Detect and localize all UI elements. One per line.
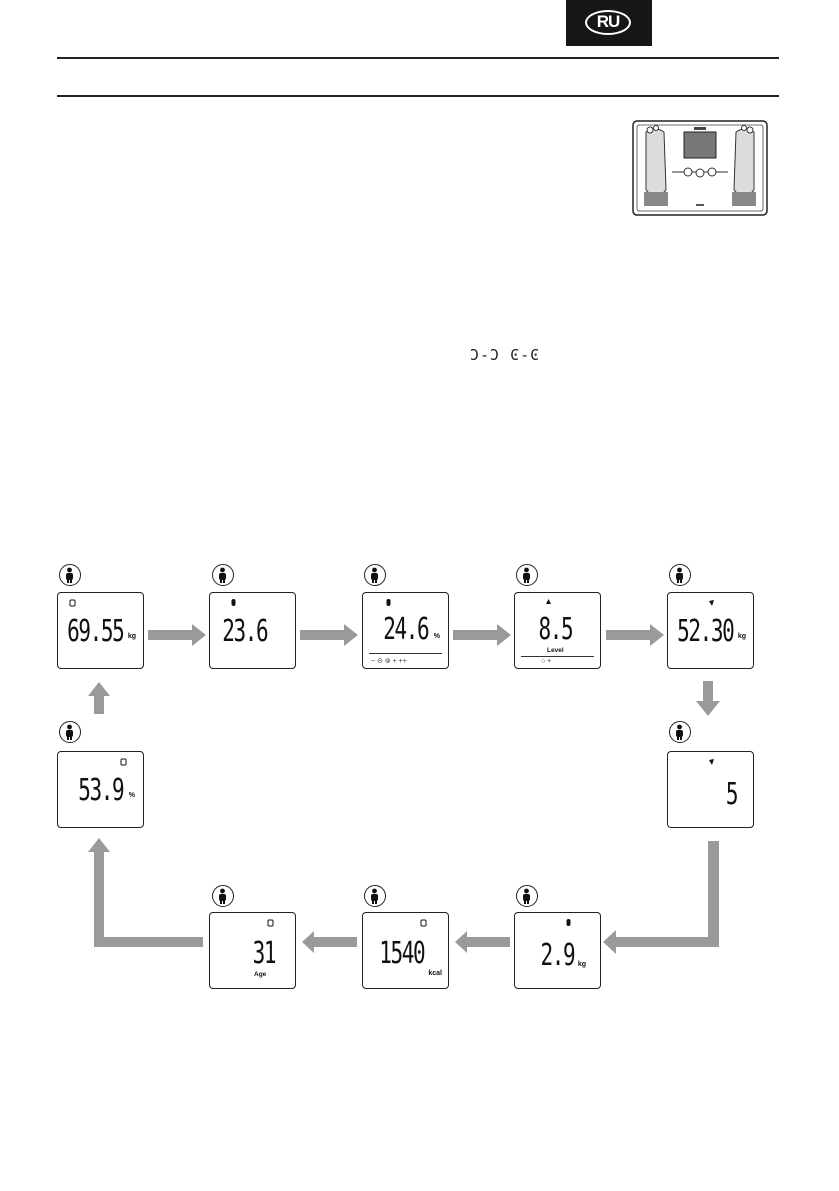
arrow-physique-to-bone: [603, 841, 719, 954]
lcd-body-water: 53.9 %: [57, 751, 144, 828]
header-rule-bottom: [57, 95, 779, 97]
error-glyph-display: Ͻ-Ͻ Ͼ-Ͼ: [470, 346, 541, 364]
arrow-bmi-to-body-fat: [300, 624, 358, 646]
arrow-calorie-to-age: [302, 931, 357, 953]
lcd-visceral-fat-label: Level: [547, 647, 564, 654]
lcd-body-fat-scale: − ⊝ ⊚ + ++: [371, 658, 407, 665]
lcd-metabolic-age-value: 31: [252, 936, 277, 971]
header-rule-top: [57, 57, 779, 59]
lcd-body-fat-unit: %: [433, 633, 440, 640]
lcd-physique-rating: 5: [667, 751, 754, 828]
arrow-weight-to-bmi: [148, 624, 206, 646]
body-water-icon: [59, 721, 81, 743]
lcd-weight-unit: kg: [127, 633, 136, 640]
weight-icon: [59, 564, 81, 586]
metabolic-age-icon: [212, 885, 234, 907]
lcd-daily-calorie-value: 1540: [379, 936, 425, 971]
lcd-visceral-fat: 8.5 Level ○ +: [514, 592, 601, 669]
arrow-visceral-to-muscle: [606, 624, 664, 646]
lcd-bone-mass-value: 2.9: [540, 938, 575, 973]
lcd-muscle-mass-value: 52.30: [676, 614, 735, 649]
lcd-muscle-mass-unit: kg: [737, 633, 746, 640]
lcd-metabolic-age: 31 Age: [209, 912, 296, 989]
lcd-visceral-fat-scale-line: [521, 656, 594, 657]
bone-mass-icon: [516, 885, 538, 907]
lcd-metabolic-age-label: Age: [254, 971, 267, 978]
arrow-muscle-to-physique: [696, 681, 720, 716]
physique-rating-icon: [669, 721, 691, 743]
lcd-bone-mass: 2.9 kg: [514, 912, 601, 989]
lcd-physique-rating-value: 5: [725, 777, 739, 812]
lcd-bmi-value: 23.6: [222, 614, 268, 649]
lcd-visceral-fat-value: 8.5: [538, 612, 573, 647]
lcd-daily-calorie-unit: kcal: [428, 970, 442, 977]
body-fat-icon: [364, 564, 386, 586]
arrow-age-to-water: [88, 838, 203, 947]
lcd-daily-calorie: 1540 kcal: [362, 912, 449, 989]
lcd-body-fat-value: 24.6: [383, 612, 429, 647]
scale-illustration: [632, 120, 768, 216]
lcd-bone-mass-unit: kg: [577, 961, 586, 968]
lcd-body-fat-scale-line: [369, 653, 442, 654]
muscle-mass-icon: [669, 564, 691, 586]
lcd-body-water-value: 53.9: [78, 773, 124, 808]
bmi-icon: [212, 564, 234, 586]
lcd-muscle-mass: 52.30 kg: [667, 592, 754, 669]
arrow-water-to-weight: [88, 682, 110, 714]
daily-calorie-icon: [364, 885, 386, 907]
visceral-fat-icon: [516, 564, 538, 586]
lcd-bmi: 23.6: [209, 592, 296, 669]
lcd-body-fat: 24.6 % − ⊝ ⊚ + ++: [362, 592, 449, 669]
lcd-body-water-unit: %: [128, 792, 135, 799]
lcd-weight: 69.55 kg: [57, 592, 144, 669]
arrow-body-fat-to-visceral: [453, 624, 511, 646]
language-badge-label: RU: [585, 10, 631, 35]
language-badge: RU: [566, 0, 652, 46]
lcd-weight-value: 69.55: [66, 614, 125, 649]
lcd-visceral-fat-scale: ○ +: [541, 658, 552, 665]
arrow-bone-to-calorie: [455, 931, 510, 953]
